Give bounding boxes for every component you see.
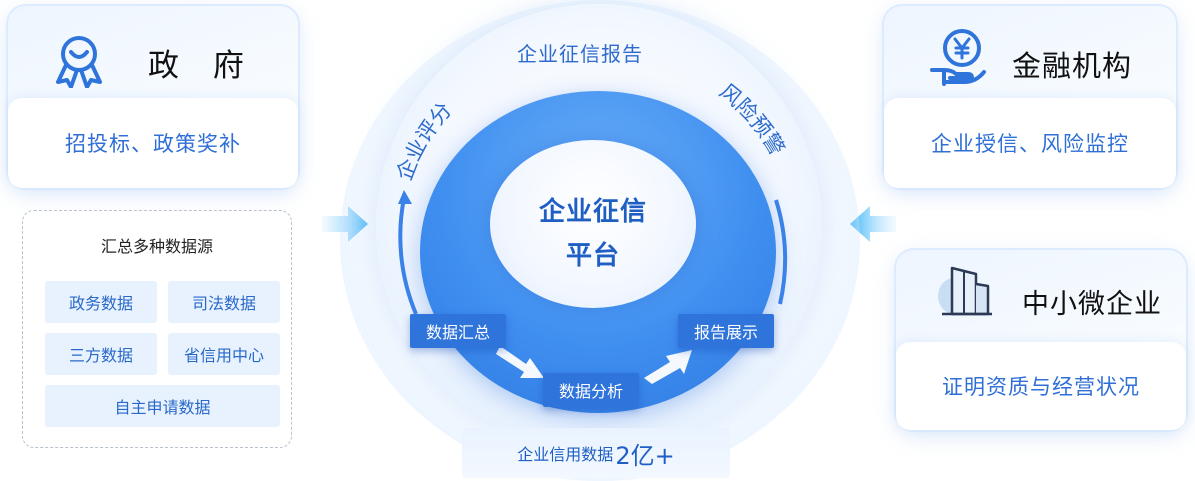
step-report-display: 报告展示 — [678, 314, 774, 348]
government-title: 政 府 — [148, 48, 256, 84]
source-item: 司法数据 — [168, 281, 280, 323]
arrow-left-icon — [850, 206, 896, 242]
flow-arrow-icon — [644, 350, 692, 384]
source-item: 政务数据 — [45, 281, 157, 323]
financial-title: 金融机构 — [1012, 49, 1133, 83]
stat-text: 企业信用数据 — [517, 445, 614, 464]
source-item: 三方数据 — [45, 333, 157, 375]
sme-card: 中小微企业 证明资质与经营状况 — [896, 250, 1186, 430]
financial-subtitle: 企业授信、风险监控 — [884, 98, 1176, 188]
yen-hand-icon — [930, 29, 986, 86]
source-item: 自主申请数据 — [45, 385, 280, 427]
data-sources-panel: 汇总多种数据源 政务数据 司法数据 三方数据 省信用中心 自主申请数据 — [22, 210, 292, 448]
credit-data-stat: 企业信用数据 2亿+ — [462, 428, 730, 478]
source-item: 省信用中心 — [168, 333, 280, 375]
sme-title: 中小微企业 — [1022, 289, 1162, 320]
platform-title-line1: 企业征信 — [538, 197, 647, 227]
sme-subtitle: 证明资质与经营状况 — [896, 342, 1186, 430]
financial-card: 金融机构 企业授信、风险监控 — [884, 6, 1176, 188]
cycle-arrows — [398, 190, 788, 315]
step-data-analyze: 数据分析 — [543, 373, 639, 407]
platform-core — [490, 140, 696, 308]
flow-arrow-icon — [496, 346, 544, 378]
medal-icon — [56, 36, 102, 88]
platform-title: 企业征信 平台 — [490, 190, 696, 278]
label-credit-report: 企业征信报告 — [517, 42, 643, 66]
government-subtitle: 招投标、政策奖补 — [8, 98, 298, 188]
arrow-up-icon — [398, 190, 412, 204]
platform-title-line2: 平台 — [565, 241, 620, 271]
stat-number: 2亿+ — [615, 441, 675, 470]
building-icon — [938, 266, 992, 316]
step-data-collect: 数据汇总 — [410, 314, 506, 348]
data-sources-heading: 汇总多种数据源 — [100, 237, 213, 256]
government-card: 政 府 招投标、政策奖补 — [8, 6, 298, 188]
